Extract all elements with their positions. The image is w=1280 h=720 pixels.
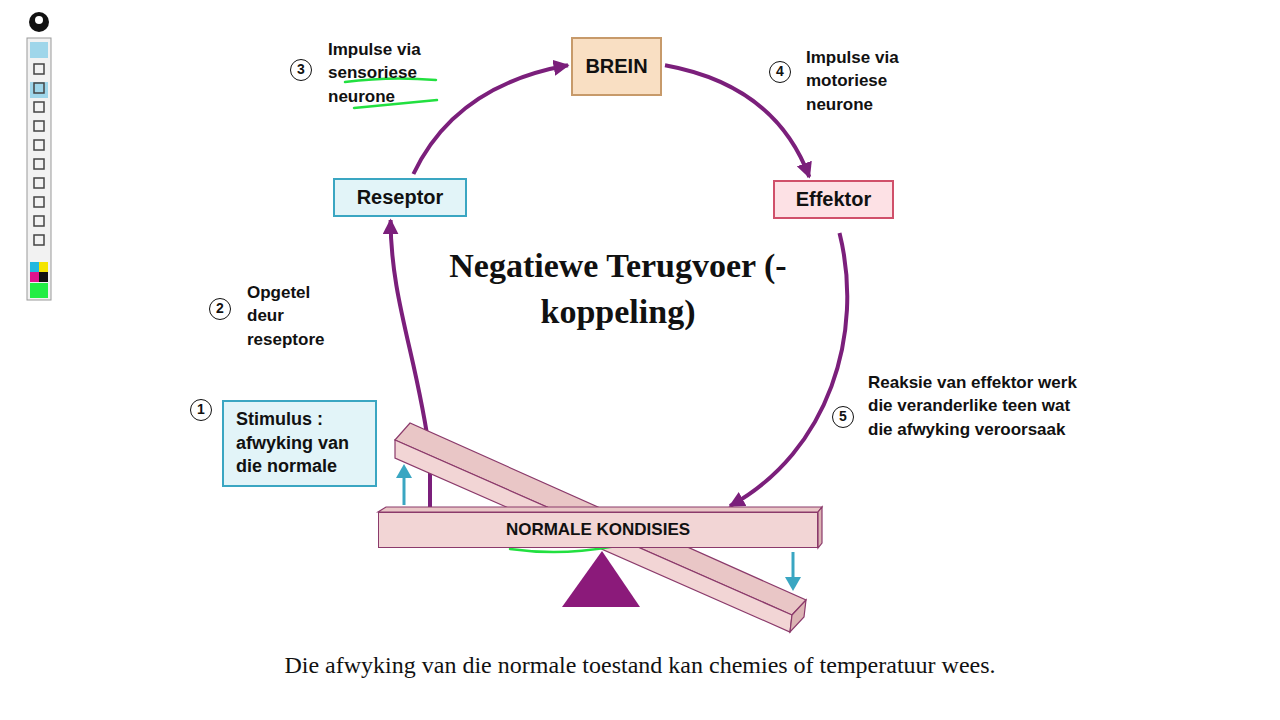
step-label: Impulse via sensoriese neurone [328,38,448,108]
toolbar-icon [34,235,44,245]
callout-number: 4 [769,61,791,83]
callout-number: 2 [209,298,231,320]
color-swatch [39,272,48,282]
step-label: Impulse via motoriese neurone [806,46,931,116]
toolbar-icon [34,159,44,169]
node-text: Reseptor [357,186,444,209]
normal-conditions-band: NORMALE KONDISIES [378,512,818,548]
receptor-box: Reseptor [333,178,467,217]
toolbar-icon [34,178,44,188]
band-end-face [818,507,822,548]
toolbar-icon [34,83,44,93]
node-text: Stimulus : afwyking van die normale [236,408,363,478]
node-text: BREIN [585,55,647,78]
callout-number: 1 [190,399,212,421]
toolbar-icon [34,64,44,74]
fulcrum [562,551,640,607]
callout-number: 3 [290,59,312,81]
effector-box: Effektor [773,180,894,219]
stimulus-box: Stimulus : afwyking van die normale [222,400,377,487]
node-text: Effektor [796,188,872,211]
color-swatch [30,283,48,298]
toolbar-icon [30,42,48,58]
brain-box: BREIN [571,37,662,96]
toolbar-icon [34,216,44,226]
toolbar [27,12,51,300]
node-text: NORMALE KONDISIES [506,520,690,540]
toolbar-icon [34,140,44,150]
down-arrow [792,552,795,578]
down-arrowhead [785,577,801,591]
feedback-arrow [665,65,809,177]
toolbar-icons [34,64,44,245]
toolbar-panel [27,38,51,300]
up-arrowhead [396,464,412,478]
toolbar-icon [34,197,44,207]
step-label: Opgetel deur reseptore [247,281,347,351]
tilted-beam-end [790,600,806,632]
color-swatch [30,272,39,282]
color-swatch [30,262,39,272]
color-swatch [39,262,48,272]
diagram-title: Negatiewe Terugvoer (-koppeling) [418,243,818,335]
toolbar-icon [34,121,44,131]
step-label: Reaksie van effektor werk die veranderli… [868,371,1083,441]
up-arrow [403,476,406,505]
toolbar-icon [30,82,48,98]
toolbar-logo-mark [35,16,43,24]
callout-number: 5 [832,406,854,428]
toolbar-icon [34,102,44,112]
feedback-arrow [413,65,568,174]
toolbar-logo [29,12,49,32]
caption-text: Die afwyking van die normale toestand ka… [0,652,1280,679]
